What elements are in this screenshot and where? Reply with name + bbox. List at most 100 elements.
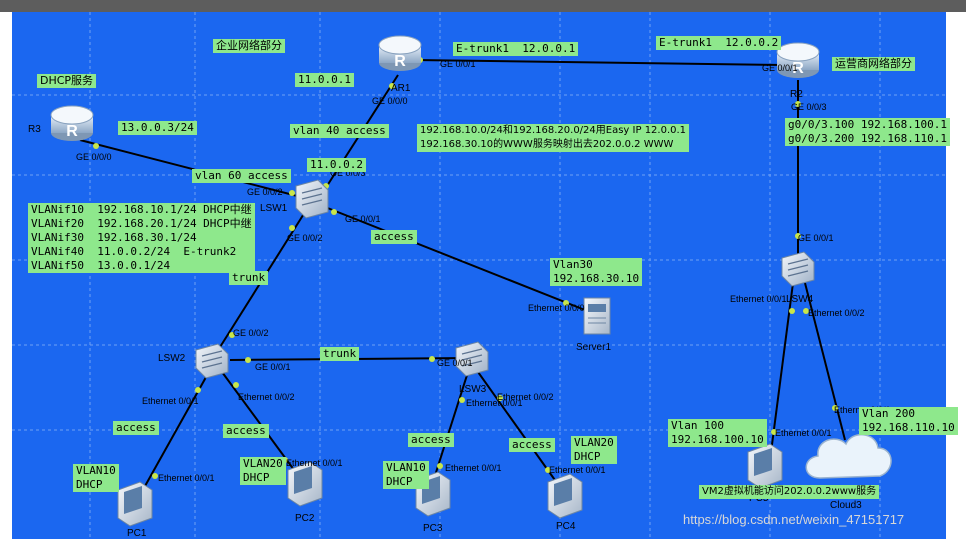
port-pc2-e001: Ethernet 0/0/1 xyxy=(286,458,343,468)
server1-icon[interactable] xyxy=(583,297,611,335)
r2-name: R2 xyxy=(790,89,803,100)
vlanif-50: VLANif50 13.0.0.1/24 xyxy=(31,259,171,272)
pc4-note: VLAN20 DHCP xyxy=(571,436,617,464)
pc4-vlan: VLAN20 xyxy=(574,436,614,449)
r3-name: R3 xyxy=(28,124,41,135)
port-r2-g003: GE 0/0/3 xyxy=(791,102,827,112)
lsw1-ip-label: 11.0.0.2 xyxy=(307,158,366,172)
port-lsw3-e001: Ethernet 0/0/1 xyxy=(466,398,523,408)
lsw2-name: LSW2 xyxy=(158,353,186,364)
window-top-bar xyxy=(0,0,966,12)
port-pc1-e001: Ethernet 0/0/1 xyxy=(158,473,215,483)
nat-note: 192.168.10.0/24和192.168.20.0/24用Easy IP … xyxy=(417,124,690,152)
pc5-ip: 192.168.100.10 xyxy=(671,433,764,446)
lsw4-name: LSW4 xyxy=(786,294,814,305)
router-r3-icon[interactable]: R xyxy=(50,105,94,141)
svg-text:R: R xyxy=(66,123,78,140)
pc2-icon[interactable] xyxy=(287,461,323,507)
pc4-name: PC4 xyxy=(556,521,576,532)
server-ip: 192.168.30.10 xyxy=(553,272,640,285)
port-ar1-g000: GE 0/0/0 xyxy=(372,96,408,106)
pc5-icon[interactable] xyxy=(747,443,783,489)
switch-lsw4-icon[interactable] xyxy=(781,251,815,287)
access-pc4-label: access xyxy=(509,438,555,452)
isp-section-title: 运营商网络部分 xyxy=(832,57,915,71)
ar1-name: AR1 xyxy=(391,83,411,94)
port-r2-g001: GE 0/0/1 xyxy=(762,63,798,73)
vlanif-10: VLANif10 192.168.10.1/24 DHCP中继 xyxy=(31,203,252,216)
port-pc4-e001: Ethernet 0/0/1 xyxy=(549,465,606,475)
switch-lsw2-icon[interactable] xyxy=(195,343,229,379)
trunk-lsw2-lsw3-label: trunk xyxy=(320,347,360,361)
port-lsw4-g001: GE 0/0/1 xyxy=(798,233,834,243)
trunk-lsw1-lsw2-label: trunk xyxy=(229,271,269,285)
server-note: Vlan30 192.168.30.10 xyxy=(550,258,643,286)
pc1-mode: DHCP xyxy=(76,478,103,491)
r2-subif-note: g0/0/3.100 192.168.100.1 g0/0/3.200 192.… xyxy=(785,118,950,146)
vlanif-40: VLANif40 11.0.0.2/24 E-trunk2 xyxy=(31,245,237,258)
etrunk-r2-label: E-trunk1 12.0.0.2 xyxy=(656,36,782,50)
lsw1-name: LSW1 xyxy=(260,203,288,214)
port-lsw2-g002: GE 0/0/2 xyxy=(233,328,269,338)
access-pc2-label: access xyxy=(223,424,269,438)
port-pc5-e001: Ethernet 0/0/1 xyxy=(775,428,832,438)
router-ar1-icon[interactable]: R xyxy=(378,35,422,71)
vlan60-label: vlan 60 access xyxy=(192,169,291,183)
svg-text:R: R xyxy=(394,53,406,70)
pc3-note: VLAN10 DHCP xyxy=(383,461,429,489)
vlan40-label: vlan 40 access xyxy=(290,124,389,138)
port-lsw3-g001: GE 0/0/1 xyxy=(437,358,473,368)
port-lsw2-e001: Ethernet 0/0/1 xyxy=(142,396,199,406)
switch-lsw3-icon[interactable] xyxy=(455,341,489,377)
port-lsw1-g003: GE 0/0/3 xyxy=(330,168,366,178)
vlanif-note: VLANif10 192.168.10.1/24 DHCP中继 VLANif20… xyxy=(28,203,255,273)
pc2-mode: DHCP xyxy=(243,471,270,484)
pc3-mode: DHCP xyxy=(386,475,413,488)
enterprise-section-title: 企业网络部分 xyxy=(213,39,285,53)
router-r2-icon[interactable]: R xyxy=(776,42,820,78)
etrunk-ar1-label: E-trunk1 12.0.0.1 xyxy=(453,42,579,56)
port-lsw4-e002: Ethernet 0/0/2 xyxy=(808,308,865,318)
port-lsw3-e002: Ethernet 0/0/2 xyxy=(497,392,554,402)
cloud3-icon[interactable] xyxy=(805,434,892,479)
port-lsw1-g002-top: GE 0/0/2 xyxy=(247,187,283,197)
switch-lsw1-icon[interactable] xyxy=(295,179,329,219)
vlanif-30: VLANif30 192.168.30.1/24 xyxy=(31,231,197,244)
port-r3-g000: GE 0/0/0 xyxy=(76,152,112,162)
pc5-note: Vlan 100 192.168.100.10 xyxy=(668,419,767,447)
r2-subif-1: g0/0/3.100 192.168.100.1 xyxy=(788,118,947,131)
port-server-e000: Ethernet 0/0/0 xyxy=(528,303,585,313)
r2-subif-2: g0/0/3.200 192.168.110.1 xyxy=(788,132,947,145)
server-vlan: Vlan30 xyxy=(553,258,593,271)
pc4-icon[interactable] xyxy=(547,473,583,519)
pc2-vlan: VLAN20 xyxy=(243,457,283,470)
pc2-name: PC2 xyxy=(295,513,315,524)
watermark: https://blog.csdn.net/weixin_47151717 xyxy=(683,512,905,527)
port-lsw1-g001: GE 0/0/1 xyxy=(345,214,381,224)
port-lsw1-g002: GE 0/0/2 xyxy=(287,233,323,243)
svg-text:R: R xyxy=(792,60,804,77)
pc1-icon[interactable] xyxy=(117,481,153,527)
access-pc3-label: access xyxy=(408,433,454,447)
lsw3-name: LSW3 xyxy=(459,384,487,395)
port-lsw2-g001: GE 0/0/1 xyxy=(255,362,291,372)
vlanif-20: VLANif20 192.168.20.1/24 DHCP中继 xyxy=(31,217,252,230)
port-pc3-e001: Ethernet 0/0/1 xyxy=(445,463,502,473)
link-lsw1-server xyxy=(319,204,591,313)
cloud-ip: 192.168.110.10 xyxy=(862,421,955,434)
access-pc1-label: access xyxy=(113,421,159,435)
pc1-vlan: VLAN10 xyxy=(76,464,116,477)
pc5-vlan: Vlan 100 xyxy=(671,419,724,432)
pc2-note: VLAN20 DHCP xyxy=(240,457,286,485)
dhcp-section-title: DHCP服务 xyxy=(37,74,97,88)
cloud-vlan: Vlan 200 xyxy=(862,407,915,420)
cloud-note: Vlan 200 192.168.110.10 xyxy=(859,407,958,435)
ar1-ip-label: 11.0.0.1 xyxy=(295,73,354,87)
pc1-name: PC1 xyxy=(127,528,147,539)
pc4-mode: DHCP xyxy=(574,450,601,463)
port-lsw2-e002: Ethernet 0/0/2 xyxy=(238,392,295,402)
r3-ip-label: 13.0.0.3/24 xyxy=(118,121,197,135)
server1-name: Server1 xyxy=(576,342,612,353)
